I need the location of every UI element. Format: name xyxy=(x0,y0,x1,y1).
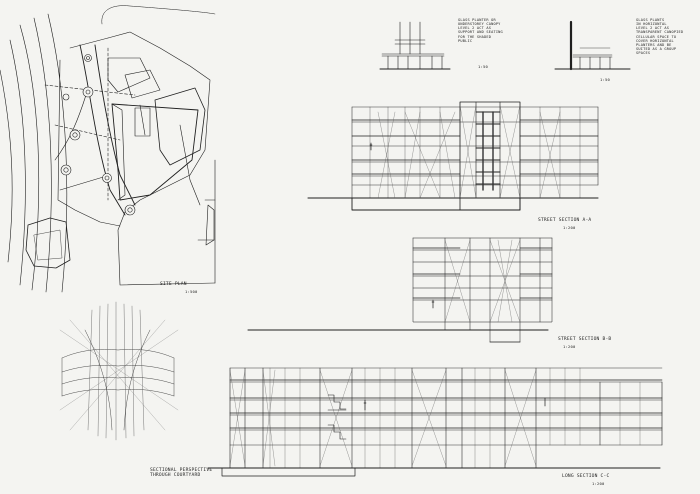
street-section-bb-title: STREET SECTION B-B xyxy=(558,337,612,342)
street-section-bb-scale: 1:200 xyxy=(563,344,576,349)
site-plan-buildings xyxy=(25,57,215,269)
site-plan xyxy=(0,5,216,293)
sectional-perspective xyxy=(59,301,179,441)
long-section-cc-title: LONG SECTION C-C xyxy=(562,474,610,479)
street-section-bb xyxy=(247,237,553,343)
long-section-cc xyxy=(207,367,663,477)
site-plan-scale: 1:500 xyxy=(185,289,198,294)
street-section-aa-title: STREET SECTION A-A xyxy=(538,218,592,223)
detail-left-note: GLASS PLANTER OR UNDERSTOREY CANOPY LEVE… xyxy=(458,18,503,43)
site-plan-title: SITE PLAN xyxy=(160,282,187,287)
street-section-aa xyxy=(307,101,599,211)
site-plan-boundary xyxy=(57,31,216,286)
detail-left-scale: 1:50 xyxy=(478,64,488,69)
site-plan-trees xyxy=(60,54,136,216)
site-plan-road xyxy=(0,5,216,293)
detail-left xyxy=(379,21,451,70)
street-section-aa-scale: 1:200 xyxy=(563,225,576,230)
sectional-perspective-title: SECTIONAL PERSPECTIVE THROUGH COURTYARD xyxy=(150,468,213,479)
detail-right xyxy=(554,20,631,71)
detail-right-scale: 1:50 xyxy=(600,77,610,82)
detail-right-note: GLASS PLANTS IN HORIZONTAL LEVEL 2 ACT A… xyxy=(636,18,684,55)
long-section-cc-scale: 1:200 xyxy=(592,481,605,486)
